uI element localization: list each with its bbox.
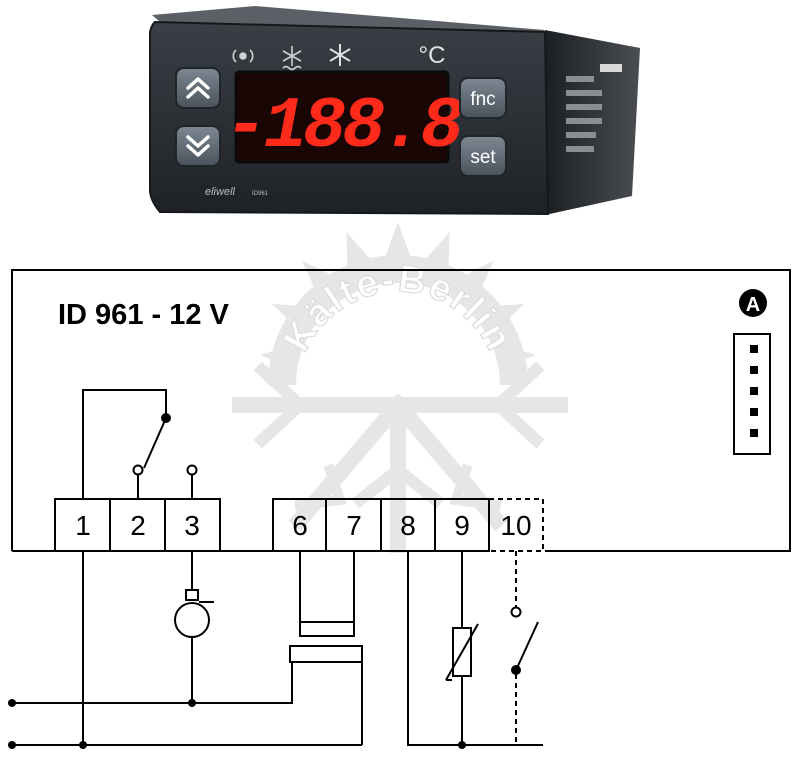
terminal-label-1: 1 bbox=[75, 510, 91, 541]
fnc-button-label: fnc bbox=[470, 89, 495, 110]
terminal-label-10: 10 bbox=[500, 510, 531, 541]
display-window bbox=[234, 70, 450, 164]
digital-input-switch bbox=[470, 551, 539, 746]
transformer-symbol bbox=[12, 551, 363, 745]
compressor-symbol bbox=[174, 551, 214, 703]
snowflake-icon bbox=[329, 44, 351, 66]
connector-a-pins bbox=[750, 345, 758, 437]
alarm-icon bbox=[232, 49, 254, 63]
display-reading: -188.8 bbox=[224, 86, 462, 168]
wiring-diagram bbox=[8, 269, 791, 749]
up-arrow-icon bbox=[186, 77, 210, 99]
controller-device: -188.8 °C bbox=[149, 6, 640, 216]
device-side-vents bbox=[566, 64, 622, 152]
terminal-label-2: 2 bbox=[130, 510, 146, 541]
unit-label: °C bbox=[419, 42, 446, 69]
terminal-labels: 1 2 3 6 7 8 9 10 bbox=[75, 510, 531, 541]
watermark-sun-icon bbox=[260, 222, 536, 385]
terminal-label-9: 9 bbox=[454, 510, 470, 541]
terminal-label-7: 7 bbox=[346, 510, 362, 541]
terminal-label-6: 6 bbox=[292, 510, 308, 541]
marker-a-badge: A bbox=[739, 289, 767, 317]
terminal-label-8: 8 bbox=[400, 510, 416, 541]
set-button-label: set bbox=[470, 147, 496, 168]
fnc-button[interactable]: fnc bbox=[459, 77, 507, 119]
defrost-icon bbox=[282, 46, 302, 71]
probe-sensor bbox=[407, 551, 543, 746]
brand-logo: eliwell bbox=[205, 186, 236, 198]
connector-a bbox=[733, 333, 771, 455]
relay-contact bbox=[82, 389, 198, 499]
down-arrow-icon bbox=[186, 135, 210, 157]
model-tag: ID961 bbox=[252, 191, 269, 197]
up-button[interactable] bbox=[175, 67, 221, 109]
controller-enclosure bbox=[11, 269, 791, 552]
down-button[interactable] bbox=[175, 125, 221, 167]
watermark-snowflake-icon bbox=[232, 361, 568, 553]
set-button[interactable]: set bbox=[459, 135, 507, 177]
junction-dots bbox=[8, 699, 466, 749]
terminal-label-3: 3 bbox=[184, 510, 200, 541]
terminal-10-dashed bbox=[489, 498, 544, 552]
diagram-title: ID 961 - 12 V bbox=[58, 299, 230, 331]
watermark: Kälte-Berlin bbox=[232, 222, 568, 553]
terminal-block-right bbox=[272, 498, 490, 552]
marker-a-label: A bbox=[746, 294, 760, 316]
